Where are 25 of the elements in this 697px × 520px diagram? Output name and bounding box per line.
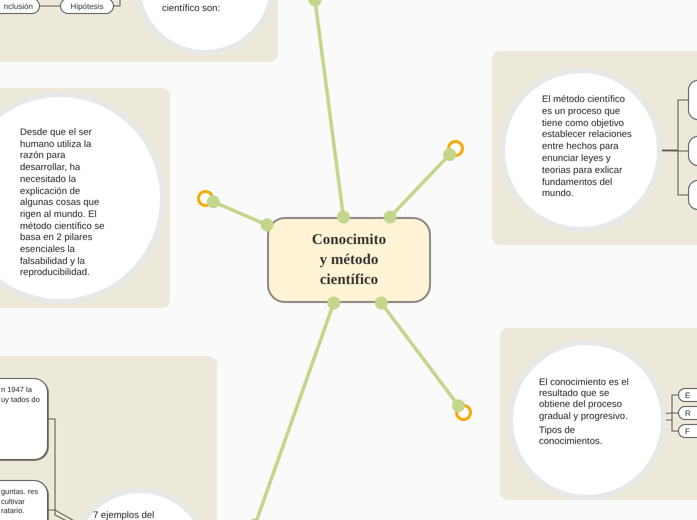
topic-label: Hipótesis <box>60 0 114 14</box>
panel-background <box>492 51 697 245</box>
connector-line <box>40 5 60 7</box>
branch-line <box>248 296 340 520</box>
topic-label: R <box>678 406 697 420</box>
note-text: 7 ejemplos del <box>93 510 156 520</box>
central-topic: Conocimito y método científico <box>267 217 431 303</box>
connector-line <box>662 149 688 196</box>
branch-line <box>206 195 274 232</box>
note-text: El conocimiento es el resultado que se obtiene del proceso gradual y progresivo. <box>539 377 630 422</box>
topic-label: E <box>678 388 697 402</box>
connector-line <box>666 412 678 414</box>
note-text: Desde que el ser humano utiliza la razón para desarrollar, ha necesitado la explicación de algunas cosas que rigen al mundo. El método científico se basa en 2 pilares esenciales la falsabilidad y la reproducibilidad. <box>20 127 106 280</box>
topic-label: F <box>678 424 697 438</box>
branch-line <box>308 0 350 224</box>
connector-line <box>662 150 688 152</box>
connector-line <box>666 419 678 432</box>
note-text: científico son: <box>162 3 222 15</box>
panel-background <box>500 328 697 500</box>
note-text: Tipos de conocimientos. <box>539 425 604 448</box>
note-card <box>0 378 48 460</box>
note-text: El método científico es un proceso que tiene como objetivo establecer relaciones entre hechos para enunciar leyes y teorias para exlicar fundamentos del mundo. <box>542 94 632 200</box>
branch-line <box>374 296 465 412</box>
topic-label: nclusión <box>0 0 40 14</box>
branch-line <box>384 148 456 224</box>
